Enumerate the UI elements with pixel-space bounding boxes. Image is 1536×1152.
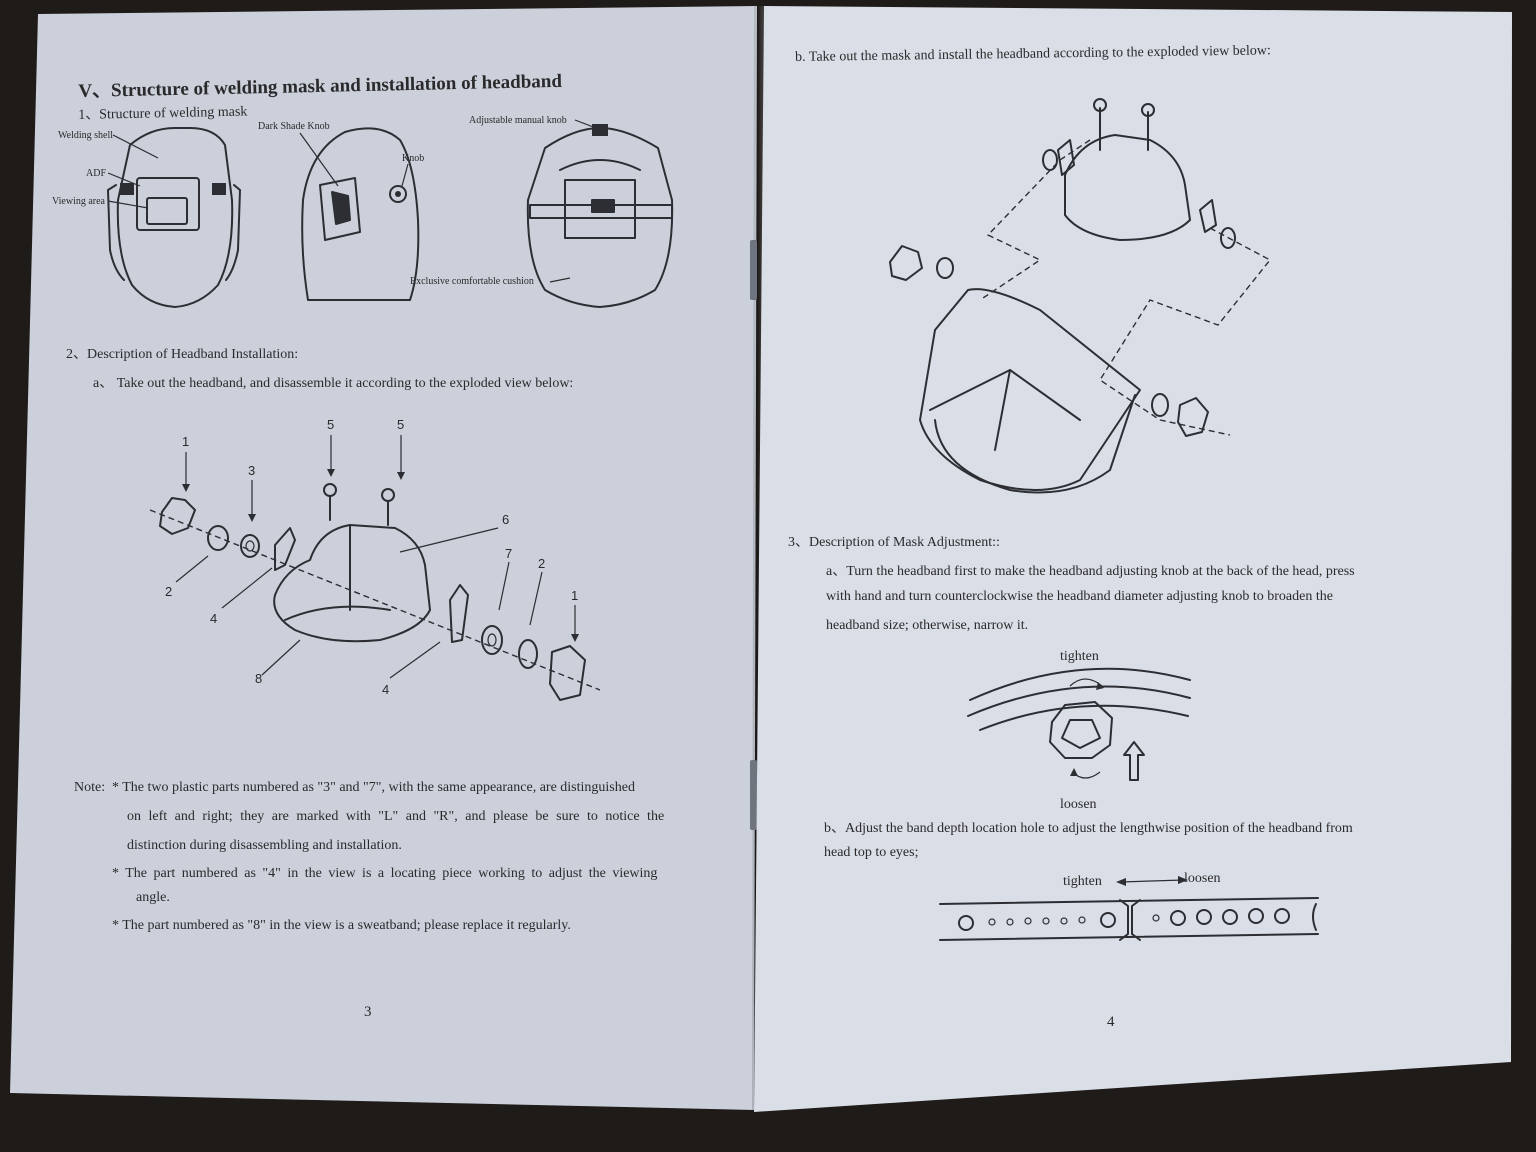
label-welding-shell: Welding shell [58, 130, 114, 141]
mask-front-illustration [107, 127, 241, 308]
part-number-7: 7 [505, 546, 513, 561]
note-1-line-2: on left and right; they are marked with … [127, 809, 665, 824]
part-number-3: 3 [248, 463, 256, 478]
adjust-b-line-2: head top to eyes; [824, 845, 919, 860]
mask-side-illustration [299, 127, 420, 302]
part-number-6: 6 [502, 512, 510, 527]
strap-tighten-label: tighten [1063, 874, 1102, 889]
headband-exploded-view [149, 435, 601, 701]
note-2-line-1: * The part numbered as "4" in the view i… [112, 866, 658, 881]
part-number-5-left: 5 [327, 417, 335, 432]
sub-heading-headband: 2、Description of Headband Installation: [66, 347, 299, 362]
adjust-a-line-2: with hand and turn counterclockwise the … [826, 589, 1333, 604]
knob-tighten-label: tighten [1060, 649, 1099, 664]
page-number-left: 3 [364, 1004, 372, 1020]
label-knob: Knob [402, 153, 425, 164]
adjust-a-line-3: headband size; otherwise, narrow it. [826, 618, 1029, 633]
mask-headband-exploded-view [889, 98, 1272, 494]
label-adf: ADF [86, 168, 107, 179]
sub-heading-mask-adjustment: 3、Description of Mask Adjustment:: [788, 535, 1000, 550]
strap-loosen-label: loosen [1184, 871, 1221, 886]
part-number-4-right: 4 [382, 682, 390, 697]
note-2-line-2: angle. [136, 890, 170, 905]
strap-illustration [939, 876, 1319, 941]
step-a-text: a、 Take out the headband, and disassembl… [93, 376, 574, 391]
staple-bottom [750, 760, 757, 830]
part-number-5-right: 5 [397, 417, 405, 432]
part-number-8: 8 [255, 671, 263, 686]
label-viewing-area: Viewing area [52, 196, 105, 207]
note-3-line-1: * The part numbered as "8" in the view i… [112, 918, 571, 933]
adjust-a-line-1: a、Turn the headband first to make the he… [826, 564, 1355, 579]
note-label: Note: [74, 780, 106, 795]
label-adjustable-manual-knob: Adjustable manual knob [469, 115, 567, 126]
page-number-right: 4 [1107, 1014, 1115, 1030]
part-number-2-left: 2 [165, 584, 173, 599]
adjustment-knob-illustration [967, 667, 1191, 781]
label-cushion: Exclusive comfortable cushion [410, 276, 534, 287]
mask-back-illustration [526, 119, 674, 308]
note-1-line-3: distinction during disassembling and ins… [127, 838, 402, 853]
staple-top [750, 240, 757, 300]
part-number-2-right: 2 [538, 556, 546, 571]
part-number-4-left: 4 [210, 611, 218, 626]
adjust-b-line-1: b、Adjust the band depth location hole to… [824, 821, 1353, 836]
left-page: V、Structure of welding mask and installa… [10, 6, 757, 1110]
right-page: b. Take out the mask and install the hea… [754, 6, 1512, 1112]
part-number-1-right: 1 [571, 588, 579, 603]
knob-loosen-label: loosen [1060, 797, 1097, 812]
part-number-1-left: 1 [182, 434, 190, 449]
label-dark-shade-knob: Dark Shade Knob [258, 121, 330, 132]
note-1-line-1: * The two plastic parts numbered as "3" … [112, 780, 635, 795]
